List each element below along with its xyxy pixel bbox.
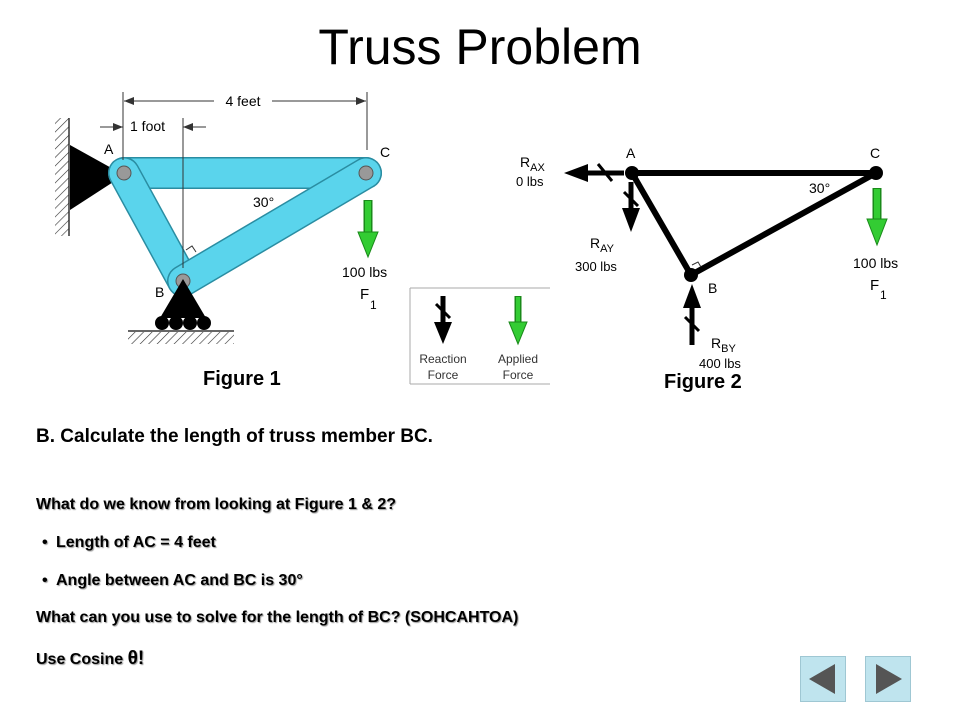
fig1-force-value: 100 lbs [342, 264, 387, 280]
fig2-rax-value: 0 lbs [516, 174, 544, 189]
fig1-label-a: A [104, 141, 114, 157]
legend-reaction-line2: Force [428, 368, 459, 382]
figure-1-caption: Figure 1 [203, 368, 281, 390]
cosine-prefix: Use Cosine [36, 651, 128, 668]
fig2-ray-arrow-head [622, 208, 640, 232]
roller-3 [183, 316, 197, 330]
cosine-line: Use Cosine θ! [36, 648, 144, 670]
cosine-symbol: θ! [127, 648, 145, 669]
fig2-rby-arrow-head [683, 284, 701, 308]
fig1-label-c: C [380, 144, 390, 160]
fig2-rby-slash [683, 315, 701, 333]
fig2-rby-value: 400 lbs [699, 356, 741, 371]
bullet-dot: • [42, 572, 48, 589]
fig2-member-bc [689, 170, 878, 278]
roller-2 [169, 316, 183, 330]
legend-applied-line1: Applied [498, 352, 538, 366]
roller-4 [197, 316, 211, 330]
fig1-label-b: B [155, 284, 164, 300]
legend-applied-arrow-head [508, 321, 528, 346]
fig1-applied-force-head [357, 231, 379, 259]
fig2-node-c [869, 166, 883, 180]
question-text: B. Calculate the length of truss member … [36, 426, 433, 447]
bullet-item-2: • Angle between AC and BC is 30° [42, 572, 303, 590]
figure-2-caption: Figure 2 [664, 371, 742, 393]
dim-1ft-arrow-right [183, 123, 193, 131]
fig2-applied-force-head [866, 218, 888, 247]
bullet-dot: • [42, 534, 48, 551]
dim-4ft-arrow-right [356, 97, 366, 105]
roller-support-b [160, 279, 206, 318]
fig2-angle-label: 30° [809, 180, 830, 196]
bullet-item-1: • Length of AC = 4 feet [42, 534, 216, 552]
dim-4ft-arrow-left [124, 97, 134, 105]
next-slide-button[interactable] [865, 656, 911, 702]
previous-slide-button[interactable] [800, 656, 846, 702]
pin-c [358, 165, 374, 181]
fig2-rax-label: RAX [520, 154, 545, 174]
legend-reaction-slash [434, 302, 452, 320]
triangle-left-icon [809, 664, 835, 694]
fig2-rby-label: RBY [711, 335, 736, 355]
fig2-ray-label: RAY [590, 235, 615, 255]
fig1-force-name: F [360, 286, 369, 303]
legend-applied-line2: Force [503, 368, 534, 382]
pin-a [116, 165, 132, 181]
right-angle-marker-1 [185, 245, 197, 253]
fig2-node-a [625, 166, 639, 180]
triangle-right-icon [876, 664, 902, 694]
know-heading: What do we know from looking at Figure 1… [36, 496, 397, 513]
fig2-force-value: 100 lbs [853, 255, 898, 271]
bullet-text-1: Length of AC = 4 feet [56, 534, 216, 551]
roller-1 [155, 316, 169, 330]
member-ab-fill [109, 158, 198, 296]
wall-hatch [55, 118, 69, 236]
solve-line: What can you use to solve for the length… [36, 609, 519, 626]
fig2-force-name: F [870, 277, 879, 294]
legend-reaction-line1: Reaction [419, 352, 466, 366]
right-angle-marker-2 [691, 261, 702, 268]
fig2-member-ab [629, 171, 694, 277]
fig2-ray-value: 300 lbs [575, 259, 617, 274]
fig2-rax-arrow-head [564, 164, 588, 182]
dim-1ft-arrow-left [113, 123, 123, 131]
bullet-text-2: Angle between AC and BC is 30° [56, 572, 303, 589]
fig2-node-b [684, 268, 698, 282]
pin-support-a [70, 145, 124, 210]
fig2-label-a: A [626, 145, 636, 161]
fig2-label-b: B [708, 280, 717, 296]
dim-4ft-label: 4 feet [225, 93, 260, 109]
ground-hatch [128, 332, 234, 344]
fig1-force-sub: 1 [370, 298, 377, 312]
slide-title: Truss Problem [318, 19, 642, 75]
member-bc-fill [168, 158, 381, 296]
fig2-rax-slash [596, 163, 614, 182]
fig2-force-sub: 1 [880, 288, 887, 302]
fig2-label-c: C [870, 145, 880, 161]
dim-1ft-label: 1 foot [130, 118, 165, 134]
fig2-ray-slash [622, 190, 640, 208]
legend-reaction-arrow-head [434, 322, 452, 344]
fig1-angle-label: 30° [253, 194, 274, 210]
